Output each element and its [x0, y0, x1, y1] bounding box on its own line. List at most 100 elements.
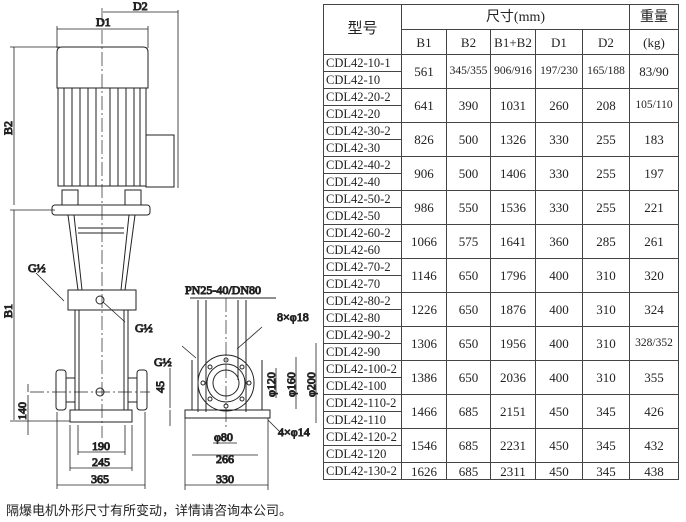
value-cell: 324 [629, 292, 679, 327]
value-cell: 1796 [490, 258, 536, 293]
value-cell: 650 [446, 258, 491, 293]
value-cell: 260 [535, 88, 583, 123]
value-cell: 310 [582, 258, 630, 293]
value-cell: 1626 [401, 462, 447, 480]
value-cell: 330 [535, 190, 583, 225]
value-cell: 1306 [401, 326, 447, 361]
value-cell: 165/188 [582, 54, 630, 89]
model-cell: CDL42-30-2 [323, 122, 402, 140]
label-bolts: 8×φ18 [277, 310, 309, 324]
col-d1: D1 [535, 29, 583, 55]
label-g-half-3: G½ [154, 355, 172, 369]
value-cell: 345 [582, 394, 630, 429]
model-cell: CDL42-20-2 [323, 88, 402, 106]
value-cell: 255 [582, 190, 630, 225]
value-cell: 197/230 [535, 54, 583, 89]
model-cell: CDL42-30 [323, 139, 402, 157]
value-cell: 2151 [490, 394, 536, 429]
model-cell: CDL42-60-2 [323, 224, 402, 242]
value-cell: 1386 [401, 360, 447, 395]
model-cell: CDL42-60 [323, 241, 402, 259]
value-cell: 1066 [401, 224, 447, 259]
label-phi160: φ160 [284, 372, 298, 397]
model-cell: CDL42-100 [323, 377, 402, 395]
label-330: 330 [216, 472, 234, 486]
value-cell: 450 [535, 428, 583, 463]
model-cell: CDL42-70 [323, 275, 402, 293]
label-365: 365 [91, 472, 109, 486]
table-row: CDL42-110 [323, 411, 679, 429]
value-cell: 310 [582, 292, 630, 327]
label-g-half-2: G½ [135, 321, 153, 335]
value-cell: 432 [629, 428, 679, 463]
value-cell: 561 [401, 54, 447, 89]
value-cell: 2231 [490, 428, 536, 463]
label-266: 266 [216, 452, 234, 466]
model-cell: CDL42-90-2 [323, 326, 402, 344]
value-cell: 500 [446, 156, 491, 191]
value-cell: 345 [582, 462, 630, 480]
value-cell: 400 [535, 292, 583, 327]
model-cell: CDL42-90 [323, 343, 402, 361]
col-d2: D2 [582, 29, 630, 55]
value-cell: 906 [401, 156, 447, 191]
value-cell: 310 [582, 326, 630, 361]
value-cell: 1326 [490, 122, 536, 157]
value-cell: 685 [446, 428, 491, 463]
model-cell: CDL42-10 [323, 71, 402, 89]
weight-header: 重量 [629, 4, 679, 30]
model-cell: CDL42-10-1 [323, 54, 402, 72]
model-cell: CDL42-50-2 [323, 190, 402, 208]
value-cell: 1546 [401, 428, 447, 463]
value-cell: 685 [446, 394, 491, 429]
value-cell: 345/355 [446, 54, 491, 89]
label-45: 45 [153, 381, 167, 393]
model-cell: CDL42-40 [323, 173, 402, 191]
value-cell: 1226 [401, 292, 447, 327]
model-cell: CDL42-70-2 [323, 258, 402, 276]
value-cell: 650 [446, 360, 491, 395]
value-cell: 208 [582, 88, 630, 123]
col-b2: B2 [446, 29, 491, 55]
col-b1: B1 [401, 29, 447, 55]
value-cell: 345 [582, 428, 630, 463]
value-cell: 986 [401, 190, 447, 225]
value-cell: 328/352 [629, 326, 679, 361]
value-cell: 641 [401, 88, 447, 123]
model-cell: CDL42-20 [323, 105, 402, 123]
value-cell: 360 [535, 224, 583, 259]
label-140: 140 [15, 402, 29, 420]
table-row: CDL42-40 [323, 173, 679, 191]
model-cell: CDL42-110-2 [323, 394, 402, 412]
value-cell: 1876 [490, 292, 536, 327]
dimension-lines [10, 10, 179, 489]
model-cell: CDL42-80-2 [323, 292, 402, 310]
value-cell: 330 [535, 122, 583, 157]
value-cell: 255 [582, 156, 630, 191]
model-cell: CDL42-80 [323, 309, 402, 327]
value-cell: 685 [446, 462, 491, 480]
value-cell: 83/90 [629, 54, 679, 89]
value-cell: 400 [535, 258, 583, 293]
value-cell: 221 [629, 190, 679, 225]
front-view [30, 8, 175, 438]
label-d2: D2 [133, 0, 148, 13]
value-cell: 1956 [490, 326, 536, 361]
label-phi120: φ120 [264, 372, 278, 397]
model-cell: CDL42-40-2 [323, 156, 402, 174]
weight-unit: (kg) [629, 29, 679, 55]
value-cell: 355 [629, 360, 679, 395]
label-phi80: φ80 [214, 430, 233, 444]
value-cell: 650 [446, 292, 491, 327]
value-cell: 550 [446, 190, 491, 225]
pump-dimension-drawing: D1 D2 B2 B1 G½ G½ G½ 140 190 245 365 PN2… [1, 0, 319, 490]
label-feet: 4×φ14 [278, 425, 310, 439]
value-cell: 438 [629, 462, 679, 480]
value-cell: 1466 [401, 394, 447, 429]
